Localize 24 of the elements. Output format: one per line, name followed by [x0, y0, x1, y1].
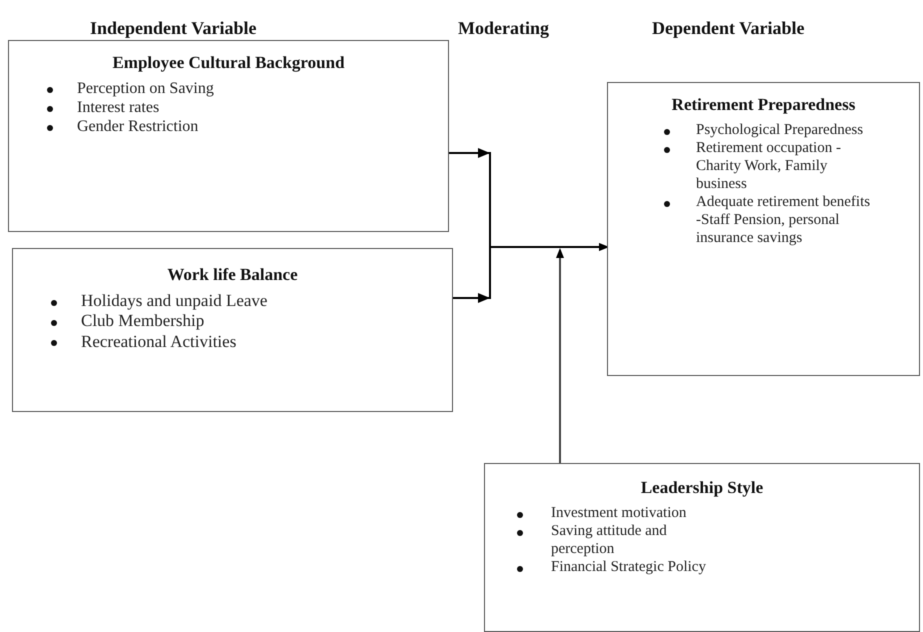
bullet-item: Recreational Activities [81, 332, 236, 352]
bullet-item: Perception on Saving [77, 79, 214, 98]
bullet-item: Interest rates [77, 98, 160, 118]
bullet-item: Psychological Preparedness [696, 121, 864, 139]
variable-box [607, 82, 920, 376]
bullet-item: Retirement occupation - Charity Work, Family business [696, 139, 842, 193]
bullet-item: Club Membership [81, 311, 204, 332]
arrow [556, 248, 564, 463]
column-heading: Independent Variable [90, 18, 257, 39]
bullet-item: Investment motivation [551, 504, 686, 522]
bullet-item: Saving attitude and perception [551, 522, 668, 558]
variable-box [8, 40, 449, 232]
variable-box [484, 463, 920, 632]
box-heading: Work life Balance [166, 265, 299, 285]
box-heading: Employee Cultural Background [111, 53, 346, 73]
box-heading: Retirement Preparedness [670, 95, 856, 115]
bullet-item: Adequate retirement benefits -Staff Pension, personal insurance savings [696, 193, 871, 247]
box-heading: Leadership Style [640, 478, 764, 498]
bullet-item: Gender Restriction [77, 117, 198, 137]
column-heading: Dependent Variable [652, 18, 805, 39]
variable-box [12, 248, 453, 412]
bullet-item: Financial Strategic Policy [551, 558, 706, 576]
column-heading: Moderating [458, 18, 549, 39]
bullet-item: Holidays and unpaid Leave [81, 291, 268, 312]
